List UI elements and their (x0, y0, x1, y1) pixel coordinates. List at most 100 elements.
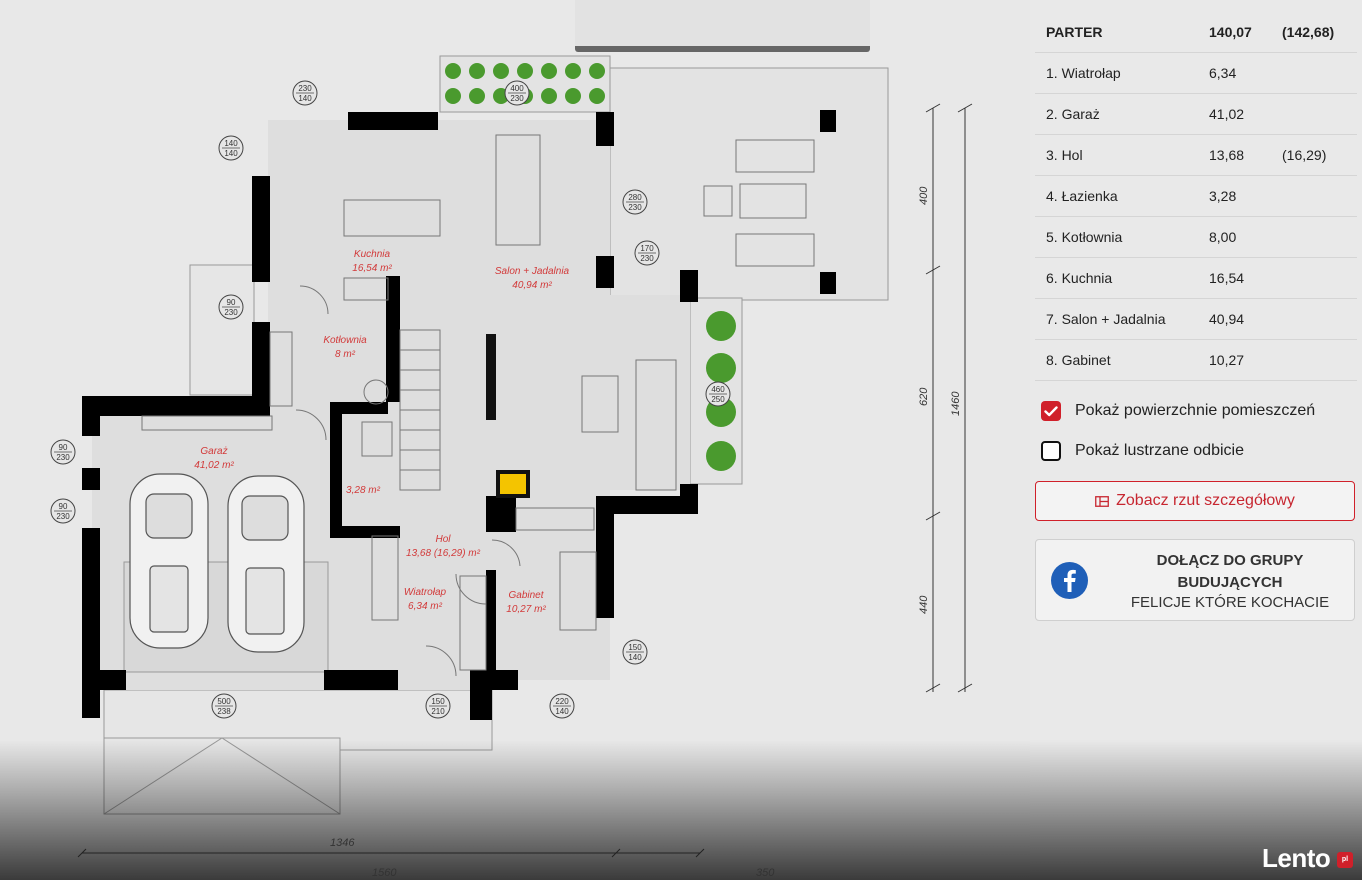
garage-cars (129, 473, 305, 653)
show-areas-option[interactable]: Pokaż powierzchnie pomieszczeń (1041, 391, 1357, 431)
table-cell-area2 (1271, 257, 1357, 299)
window-badge-top: 140 (224, 139, 238, 148)
window-badge-bottom: 230 (224, 308, 238, 317)
window-badge-top: 500 (217, 697, 231, 706)
walls (82, 110, 836, 720)
window-badge-top: 170 (640, 244, 654, 253)
table-cell-area: 3,28 (1198, 175, 1271, 217)
dim-620: 620 (918, 387, 930, 406)
internal-lines (141, 134, 815, 677)
window-badge-top: 90 (227, 298, 236, 307)
table-cell-name: 8. Gabinet (1035, 339, 1198, 381)
label-salon: Salon + Jadalnia (495, 266, 570, 277)
room-labels: Kuchnia 16,54 m² Salon + Jadalnia 40,94 … (194, 249, 569, 615)
table-cell-area2: (16,29) (1271, 134, 1357, 176)
driveway (103, 737, 341, 815)
table-cell-area: 8,00 (1198, 216, 1271, 258)
tv-wall (486, 334, 496, 420)
window-badge-top: 280 (628, 193, 642, 202)
window-badge-bottom: 230 (628, 203, 642, 212)
side-canopy (189, 264, 255, 396)
label-kotlownia: Kotłownia (323, 335, 367, 346)
mirror-option[interactable]: Pokaż lustrzane odbicie (1041, 431, 1357, 471)
label-lazienka-area: 3,28 m² (346, 485, 381, 496)
checkmark-icon (1044, 405, 1058, 416)
header-name: PARTER (1035, 12, 1198, 53)
table-cell-name: 1. Wiatrołap (1035, 52, 1198, 94)
lento-watermark: Lento (1262, 843, 1331, 873)
window-badge-top: 150 (628, 643, 642, 652)
mirror-checkbox[interactable] (1041, 441, 1061, 461)
label-wiatrolap-area: 6,34 m² (408, 601, 443, 612)
window-badge-top: 230 (298, 84, 312, 93)
table-cell-area2 (1271, 175, 1357, 217)
facebook-title: DOŁĄCZ DO GRUPY BUDUJĄCYCH (1156, 552, 1304, 591)
table-cell-name: 7. Salon + Jadalnia (1035, 298, 1198, 340)
table-cell-area: 41,02 (1198, 93, 1271, 135)
window-badge-bottom: 140 (224, 149, 238, 158)
detailed-plan-label: Zobacz rzut szczegółowy (1116, 492, 1295, 509)
label-garaz-area: 41,02 m² (194, 460, 234, 471)
floor-plan-drawing: Kuchnia 16,54 m² Salon + Jadalnia 40,94 … (50, 55, 973, 815)
window-badge-top: 220 (555, 697, 569, 706)
table-cell-area: 6,34 (1198, 52, 1271, 94)
display-options: Pokaż powierzchnie pomieszczeń Pokaż lus… (1035, 391, 1357, 471)
table-cell-name: 6. Kuchnia (1035, 257, 1198, 299)
dim-440: 440 (918, 595, 930, 614)
table-cell-area2 (1271, 216, 1357, 258)
header-area2: (142,68) (1271, 12, 1357, 53)
window-badge-top: 90 (59, 443, 68, 452)
window-badge-bottom: 230 (640, 254, 654, 263)
facebook-group-banner[interactable]: DOŁĄCZ DO GRUPY BUDUJĄCYCH FELICJE KTÓRE… (1035, 539, 1355, 621)
table-header-row: PARTER 140,07 (142,68) (1035, 12, 1357, 53)
window-badge-top: 90 (59, 502, 68, 511)
window-badge-bottom: 210 (431, 707, 445, 716)
table-cell-area2 (1271, 298, 1357, 340)
label-kuchnia: Kuchnia (354, 249, 391, 260)
table-cell-area2 (1271, 93, 1357, 135)
table-cell-area: 40,94 (1198, 298, 1271, 340)
dim-1460: 1460 (950, 391, 962, 416)
right-dimension-lines (925, 103, 973, 693)
table-cell-name: 4. Łazienka (1035, 175, 1198, 217)
table-cell-area2 (1271, 339, 1357, 381)
label-gabinet-area: 10,27 m² (506, 604, 546, 615)
window-badge-bottom: 140 (298, 94, 312, 103)
window-badge-top: 150 (431, 697, 445, 706)
table-cell-area: 10,27 (1198, 339, 1271, 381)
window-badge-top: 460 (711, 385, 725, 394)
window-badge-bottom: 238 (217, 707, 231, 716)
top-tab-strip[interactable] (575, 0, 870, 52)
floor-plan-viewer: Kuchnia 16,54 m² Salon + Jadalnia 40,94 … (50, 0, 973, 815)
detailed-plan-button[interactable]: Zobacz rzut szczegółowy (1035, 481, 1355, 521)
show-areas-label: Pokaż powierzchnie pomieszczeń (1075, 402, 1316, 419)
fireplace-flame (500, 474, 526, 494)
label-gabinet: Gabinet (508, 590, 544, 601)
facebook-subtitle: FELICJE KTÓRE KOCHACIE (1130, 594, 1330, 611)
label-garaz: Garaż (200, 446, 227, 457)
floorplan-icon (1095, 495, 1110, 507)
table-cell-area: 13,68 (1198, 134, 1271, 176)
window-badge-bottom: 250 (711, 395, 725, 404)
mirror-label: Pokaż lustrzane odbicie (1075, 442, 1244, 459)
show-areas-checkbox[interactable] (1041, 401, 1061, 421)
label-kuchnia-area: 16,54 m² (352, 263, 392, 274)
window-badge-bottom: 230 (56, 453, 70, 462)
